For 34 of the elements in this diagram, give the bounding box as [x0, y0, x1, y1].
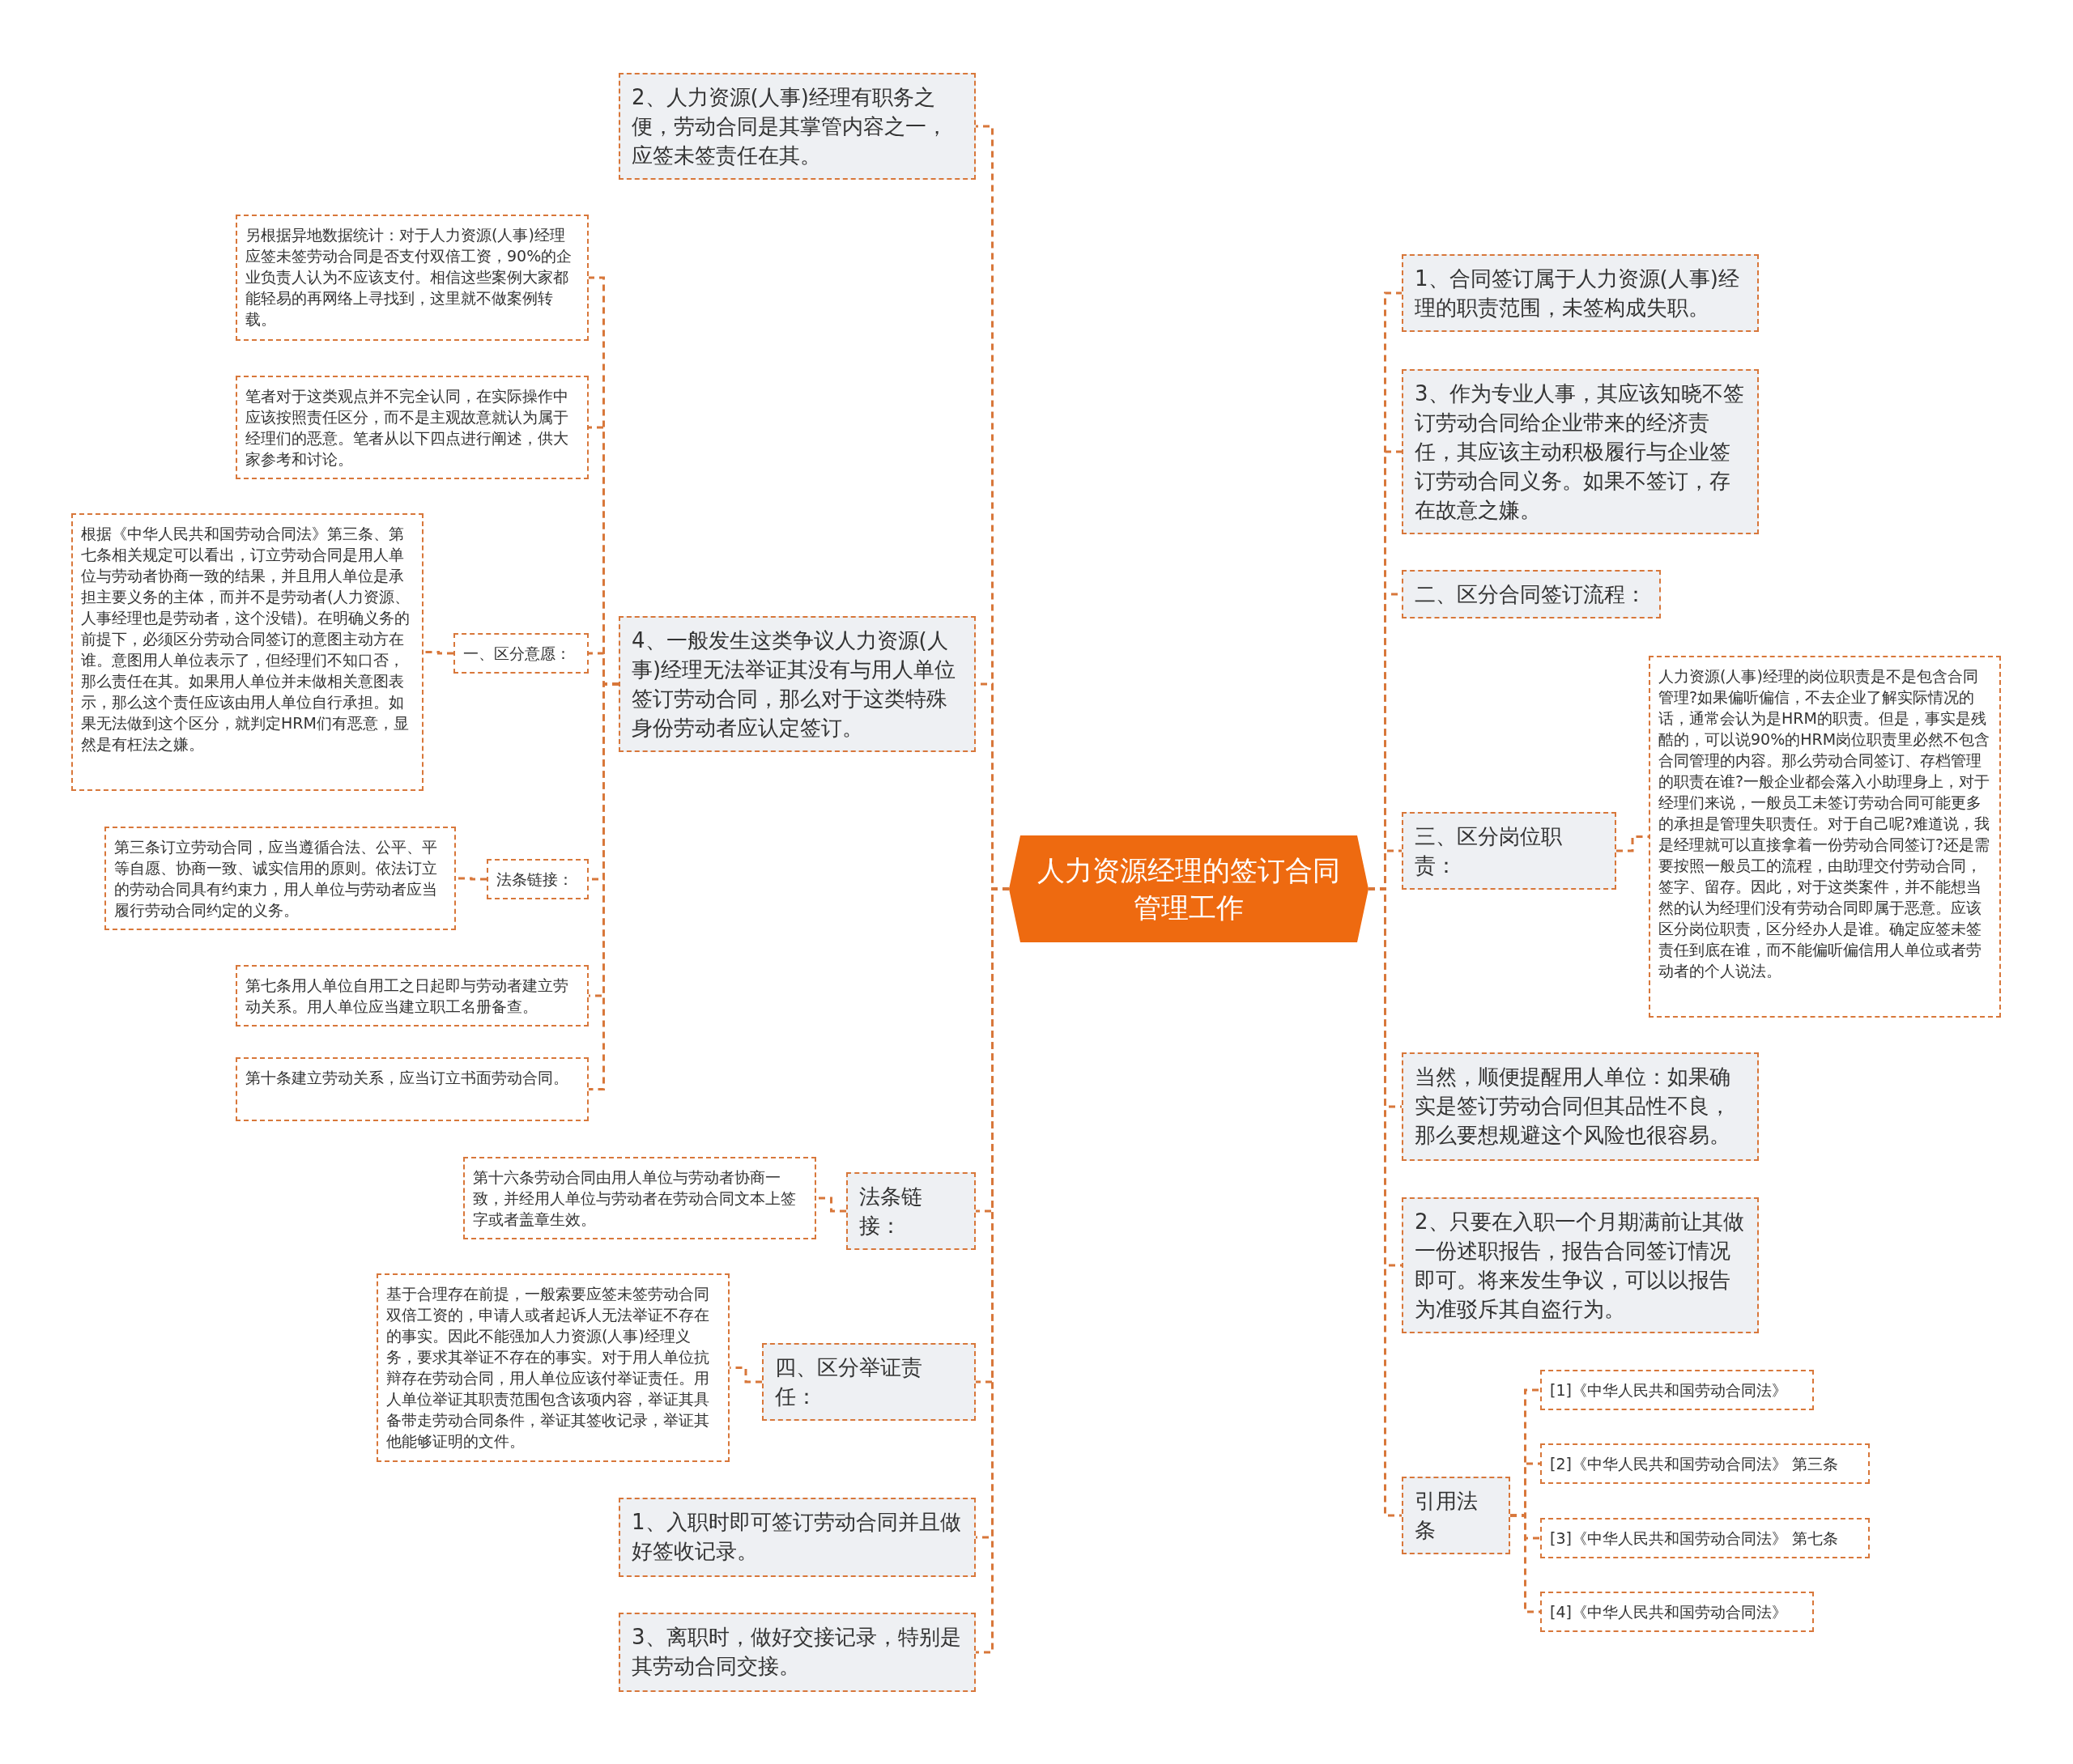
topic-box: 三、区分岗位职责：: [1402, 812, 1616, 890]
connector: [816, 1197, 846, 1213]
note-box: 基于合理存在前提，一般索要应签未签劳动合同双倍工资的，申请人或者起诉人无法举证不存在的事实。因此不能强加人力资源(人事)经理义务，要求其举证不存在的事实。对于用人单位抗辩存在劳动合同，用人单位应该付举证责任。用人单位举证其职责范围包含该项内容，举证其具备带走劳动合同条件，举证其签收记录，举证其他能够证明的文件。: [377, 1273, 730, 1462]
topic-box: 法条链接：: [846, 1172, 976, 1250]
central-topic: 人力资源经理的签订合同管理工作: [1009, 835, 1369, 942]
note-box: [3]《中华人民共和国劳动合同法》 第七条: [1540, 1518, 1870, 1558]
note-box: 第七条用人单位自用工之日起即与劳动者建立劳动关系。用人单位应当建立职工名册备查。: [236, 965, 589, 1027]
note-box: 笔者对于这类观点并不完全认同，在实际操作中应该按照责任区分，而不是主观故意就认为属于经理们的恶意。笔者从以下四点进行阐述，供大家参考和讨论。: [236, 376, 589, 479]
topic-box: 3、作为专业人事，其应该知晓不签订劳动合同给企业带来的经济责任，其应该主动积极履行与企业签订劳动合同义务。如果不签订，存在故意之嫌。: [1402, 369, 1759, 534]
topic-box: 引用法条: [1402, 1477, 1510, 1554]
connector: [456, 877, 487, 881]
note-box: 另根据异地数据统计：对于人力资源(人事)经理应签未签劳动合同是否支付双倍工资，90%的企业负责人认为不应该支付。相信这些案例大家都能轻易的再网络上寻找到，这里就不做案例转载。: [236, 215, 589, 341]
note-box: 第十六条劳动合同由用人单位与劳动者协商一致，并经用人单位与劳动者在劳动合同文本上签字或者盖章生效。: [463, 1157, 816, 1239]
topic-box: 1、入职时即可签订劳动合同并且做好签收记录。: [619, 1498, 976, 1577]
topic-box: 当然，顺便提醒用人单位：如果确实是签订劳动合同但其品性不良，那么要想规避这个风险也很容易。: [1402, 1052, 1759, 1161]
note-box: 法条链接：: [487, 859, 589, 899]
topic-box: 4、一般发生这类争议人力资源(人事)经理无法举证其没有与用人单位签订劳动合同，那么对于这类特殊身份劳动者应认定签订。: [619, 616, 976, 752]
note-box: 根据《中华人民共和国劳动合同法》第三条、第七条相关规定可以看出，订立劳动合同是用人单位与劳动者协商一致的结果，并且用人单位是承担主要义务的主体，而并不是劳动者(人力资源、人事经理也是劳动者，这个没错)。在明确义务的前提下，必须区分劳动合同签订的意图主动方在谁。意图用人单位表示了，但经理们不知口否，那么责任在其。如果用人单位并未做相关意图表示，那么这个责任应该由用人单位自行承担。如果无法做到这个区分，就判定HRM们有恶意，显然是有枉法之嫌。: [71, 513, 424, 791]
note-box: [2]《中华人民共和国劳动合同法》 第三条: [1540, 1443, 1870, 1484]
topic-box: 2、人力资源(人事)经理有职务之便，劳动合同是其掌管内容之一，应签未签责任在其。: [619, 73, 976, 180]
connector: [1510, 1514, 1540, 1613]
connector: [424, 651, 453, 655]
connector: [1616, 835, 1649, 852]
topic-box: 四、区分举证责任：: [762, 1343, 976, 1421]
note-box: 一、区分意愿：: [453, 633, 589, 674]
topic-box: 1、合同签订属于人力资源(人事)经理的职责范围，未签构成失职。: [1402, 254, 1759, 332]
note-box: 人力资源(人事)经理的岗位职责是不是包含合同管理?如果偏听偏信，不去企业了解实际情况的话，通常会认为是HRM的职责。但是，事实是残酷的，可以说90%的HRM岗位职责里必然不包含合同管理的内容。那么劳动合同签订、存档管理的职责在谁?一般企业都会落入小助理身上，对于经理们来说，一般员工未签订劳动合同可能更多的承担是管理失职责任。对于自己呢?难道说，我是经理就可以直接拿着一份劳动合同签订?还是需要按照一般员工的流程，由助理交付劳动合同，签字、留存。因此，对于这类案件，并不能想当然的认为经理们没有劳动合同即属于恶意。应该区分岗位职责，区分经办人是谁。确定应签未签责任到底在谁，而不能偏听偏信用人单位或者劳动者的个人说法。: [1649, 656, 2001, 1018]
topic-box: 二、区分合同签订流程：: [1402, 570, 1661, 618]
note-box: [4]《中华人民共和国劳动合同法》: [1540, 1592, 1814, 1632]
note-box: 第三条订立劳动合同，应当遵循合法、公平、平等自愿、协商一致、诚实信用的原则。依法订立的劳动合同具有约束力，用人单位与劳动者应当履行劳动合同约定的义务。: [104, 827, 456, 930]
note-box: 第十条建立劳动关系，应当订立书面劳动合同。: [236, 1057, 589, 1121]
topic-box: 2、只要在入职一个月期满前让其做一份述职报告，报告合同签订情况即可。将来发生争议，可以以报告为准驳斥其自盗行为。: [1402, 1197, 1759, 1333]
note-box: [1]《中华人民共和国劳动合同法》: [1540, 1370, 1814, 1410]
topic-box: 3、离职时，做好交接记录，特别是其劳动合同交接。: [619, 1613, 976, 1692]
